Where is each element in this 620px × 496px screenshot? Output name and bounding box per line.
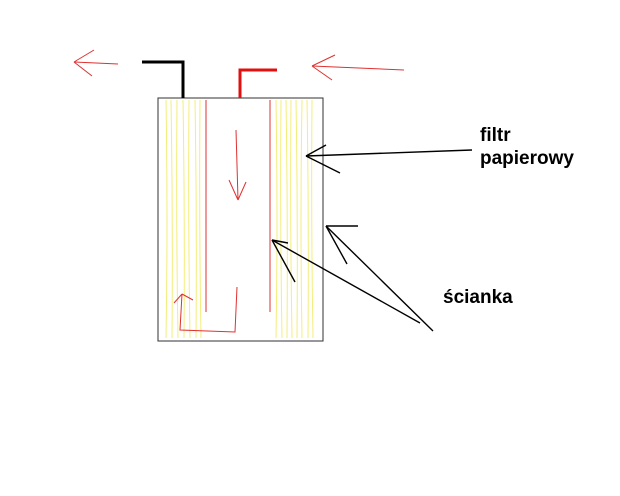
inlet-pipe [238, 68, 277, 98]
outflow-arrow-icon [73, 49, 119, 77]
filter-housing [157, 97, 324, 342]
left-paper-filter [165, 99, 202, 339]
filter-label-line2: papierowy [480, 148, 574, 169]
outlet-pipe [142, 60, 185, 98]
filter-label-line1: filtr [480, 125, 511, 146]
wall-pointer-arrow-inner [271, 239, 421, 324]
right-paper-filter [275, 99, 314, 339]
filter-pointer-arrow [305, 144, 473, 174]
u-turn-flow-arrow-icon [173, 286, 238, 333]
down-flow-arrow-icon [228, 129, 247, 201]
wall-label: ścianka [443, 287, 513, 308]
inflow-arrow-icon [311, 54, 405, 81]
wall-pointer-arrow-outer [325, 225, 434, 332]
inner-walls [205, 100, 271, 312]
